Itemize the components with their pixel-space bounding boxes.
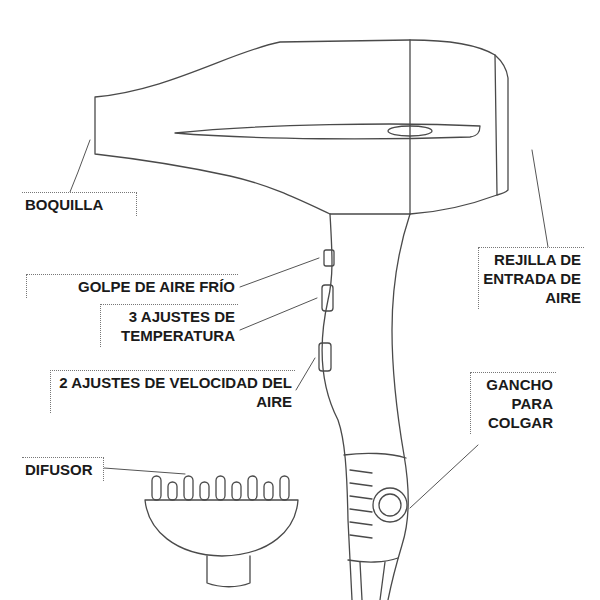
diffuser-finger [200, 482, 209, 500]
grip-slot [350, 483, 372, 486]
diffuser-finger [216, 476, 225, 500]
diffuser-finger [264, 482, 273, 500]
grip-slot [350, 470, 372, 473]
leader-line [104, 468, 185, 474]
part-label: DIFUSOR [22, 457, 104, 481]
temperature-switch [322, 285, 333, 311]
grip-slot [350, 496, 372, 499]
part-label: 3 AJUSTES DE TEMPERATURA [100, 304, 238, 347]
diffuser-finger [280, 476, 289, 500]
diffuser-finger [184, 476, 193, 500]
grip-slot [350, 522, 372, 525]
part-label: BOQUILLA [22, 192, 137, 216]
grip-slot [350, 509, 372, 512]
leader-line [240, 298, 317, 330]
grip-base [344, 453, 406, 458]
part-label: GOLPE DE AIRE FRÍO [26, 274, 238, 298]
leader-line [240, 258, 319, 287]
speed-switch [319, 343, 331, 371]
leader-line [410, 445, 478, 508]
part-label: GANCHO PARA COLGAR [470, 372, 556, 434]
part-label: REJILLA DE ENTRADA DE AIRE [478, 247, 584, 309]
body-seam [409, 40, 410, 214]
diffuser-finger [152, 476, 161, 500]
grip-base [348, 558, 398, 562]
handle [388, 214, 410, 600]
diffuser [145, 500, 298, 556]
leader-line [532, 150, 548, 247]
hanging-hook [373, 488, 407, 522]
diffuser-finger [168, 482, 177, 500]
diffuser-finger [248, 476, 257, 500]
side-emblem [388, 126, 432, 136]
diffuser [207, 556, 250, 587]
part-label: 2 AJUSTES DE VELOCIDAD DEL AIRE [50, 370, 295, 413]
grip-slot [350, 535, 372, 538]
hanging-hook [379, 494, 401, 516]
air-intake-grille [495, 55, 508, 195]
cool-shot-button [324, 250, 334, 266]
dryer-body [95, 40, 497, 214]
diffuser-finger [232, 482, 241, 500]
leader-line [296, 358, 315, 390]
cord [360, 562, 385, 600]
side-slot [175, 124, 480, 139]
handle [322, 214, 352, 600]
leader-line [70, 140, 90, 192]
